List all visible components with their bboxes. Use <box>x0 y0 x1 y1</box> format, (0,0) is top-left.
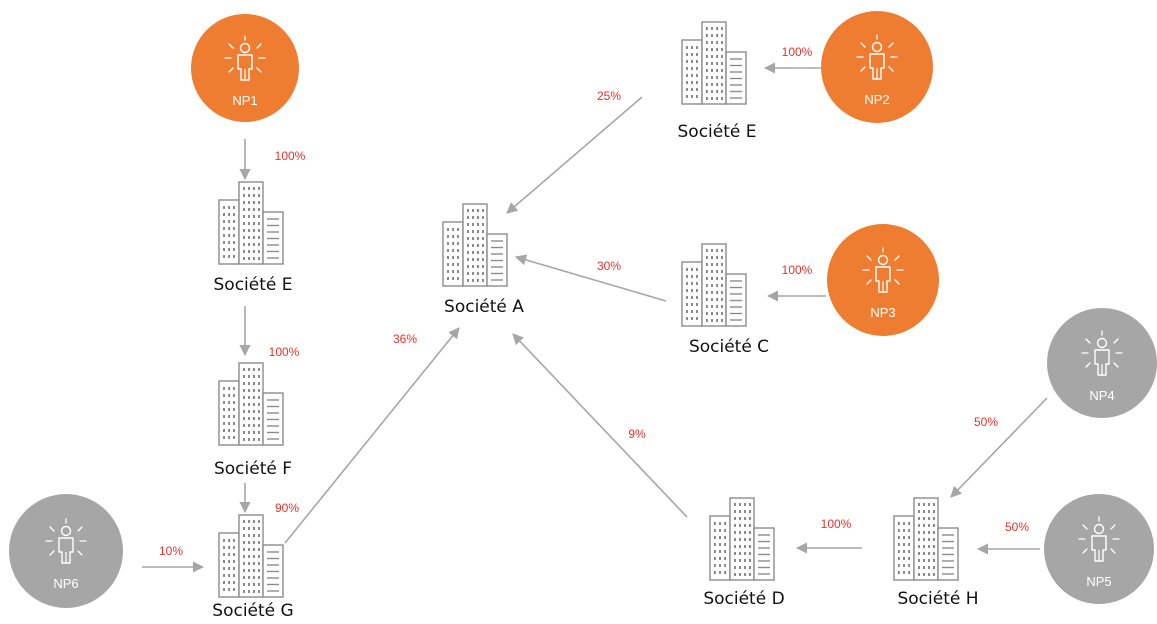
nodes-layer: Société A Société E Société E Société F Soci… <box>9 11 1157 621</box>
ownership-percent-label: 100% <box>782 263 813 277</box>
person-node-np4: NP4 <box>1047 308 1157 418</box>
ownership-arrow-c-to-a <box>514 254 667 302</box>
company-node-f: Société F <box>214 362 292 479</box>
company-label: Société E <box>678 122 757 142</box>
labels-layer: 100% 100% 90% 10% 36% 100% 25% 100% 30% 50% 50% 100… <box>159 45 1029 558</box>
company-label: Société G <box>212 601 293 621</box>
ownership-percent-label: 9% <box>628 427 646 441</box>
person-label: NP4 <box>1089 388 1114 403</box>
building-icon <box>442 203 508 287</box>
building-icon <box>218 514 284 598</box>
ownership-percent-label: 100% <box>269 345 300 359</box>
ownership-percent-label: 90% <box>275 501 299 515</box>
company-node-g: Société G <box>212 514 294 621</box>
ownership-percent-label: 10% <box>159 544 183 558</box>
person-node-np2: NP2 <box>821 11 933 123</box>
company-label: Société H <box>897 589 978 609</box>
person-with-rays-icon <box>1081 330 1123 376</box>
company-label: Société C <box>689 337 769 357</box>
person-label: NP2 <box>864 92 889 107</box>
person-with-rays-icon <box>1078 516 1120 562</box>
ownership-arrow-e2-to-a <box>506 96 643 214</box>
person-label: NP5 <box>1086 574 1111 589</box>
person-node-np5: NP5 <box>1044 494 1154 604</box>
edges-layer <box>142 62 1048 573</box>
ownership-percent-label: 100% <box>782 45 813 59</box>
company-node-h: Société H <box>893 497 979 609</box>
person-circle <box>191 14 299 122</box>
company-label: Société D <box>703 589 784 609</box>
company-label: Société F <box>214 459 292 479</box>
building-icon <box>893 497 959 581</box>
person-label: NP6 <box>53 576 78 591</box>
ownership-arrow-g-to-a <box>284 327 460 544</box>
person-circle <box>1047 308 1157 418</box>
ownership-arrow-np4-to-h <box>950 397 1048 498</box>
company-node-d: Société D <box>703 497 785 609</box>
person-circle <box>9 494 123 608</box>
company-label: Société E <box>214 275 293 295</box>
person-circle <box>827 224 939 336</box>
company-node-a: Société A <box>442 203 524 317</box>
building-icon <box>681 243 747 327</box>
person-with-rays-icon <box>45 518 87 564</box>
company-node-e1: Société E <box>214 181 293 295</box>
ownership-percent-label: 100% <box>821 517 852 531</box>
ownership-percent-label: 100% <box>275 149 306 163</box>
ownership-percent-label: 25% <box>597 89 621 103</box>
person-node-np1: NP1 <box>191 14 299 122</box>
company-node-e2: Société E <box>678 21 757 142</box>
person-circle <box>1044 494 1154 604</box>
company-node-c: Société C <box>681 243 769 357</box>
person-circle <box>821 11 933 123</box>
ownership-percent-label: 36% <box>393 332 417 346</box>
ownership-percent-label: 50% <box>974 415 998 429</box>
person-label: NP3 <box>870 305 895 320</box>
building-icon <box>218 181 284 265</box>
person-with-rays-icon <box>856 34 898 80</box>
person-node-np6: NP6 <box>9 494 123 608</box>
person-with-rays-icon <box>862 247 904 293</box>
person-with-rays-icon <box>224 35 266 81</box>
company-label: Société A <box>444 297 524 317</box>
building-icon <box>681 21 747 105</box>
ownership-percent-label: 30% <box>597 259 621 273</box>
ownership-percent-label: 50% <box>1005 520 1029 534</box>
person-node-np3: NP3 <box>827 224 939 336</box>
ownership-arrow-d-to-a <box>512 333 688 518</box>
building-icon <box>218 362 284 446</box>
building-icon <box>709 497 775 581</box>
person-label: NP1 <box>232 93 257 108</box>
